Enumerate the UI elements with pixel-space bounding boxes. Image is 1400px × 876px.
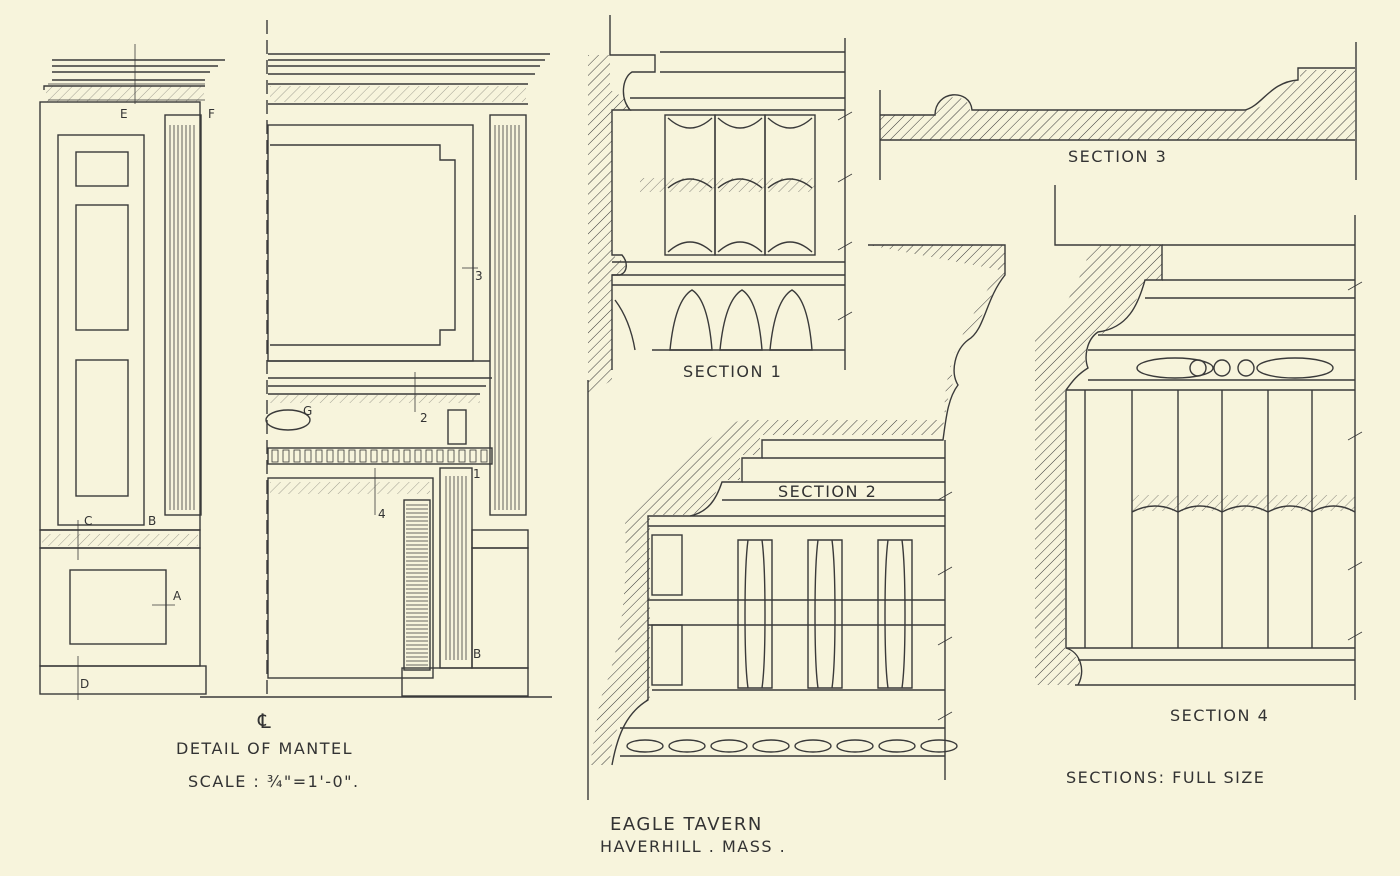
marker-a: A (173, 589, 182, 603)
marker-2: 2 (420, 411, 428, 425)
egg-ornament (752, 739, 790, 753)
section-4-drawing (1035, 185, 1363, 700)
dentil-block (348, 449, 356, 463)
dentil-block (480, 449, 488, 463)
dentil-block (392, 449, 400, 463)
mantel-scale: SCALE : ¾"=1'-0". (188, 772, 360, 791)
sections-note: SECTIONS: FULL SIZE (1066, 768, 1265, 787)
egg-ornament (836, 739, 874, 753)
egg-ornament (710, 739, 748, 753)
dentil-block (271, 449, 279, 463)
dentil-block (447, 449, 455, 463)
marker-d: D (80, 677, 89, 691)
centerline-symbol: ℄ (257, 709, 272, 733)
marker-3: 3 (475, 269, 483, 283)
section-2-drawing (587, 244, 1006, 800)
section-1-drawing (588, 15, 853, 395)
mantel-markers: E F C B A D G 3 2 1 4 B (80, 107, 483, 691)
dentil-block (403, 449, 411, 463)
egg-ornament (626, 739, 664, 753)
mantel-caption: DETAIL OF MANTEL (176, 739, 353, 758)
marker-1: 1 (473, 467, 481, 481)
dentil-block (425, 449, 433, 463)
marker-c: C (84, 514, 92, 528)
dentil-block (381, 449, 389, 463)
dentil-block (436, 449, 444, 463)
marker-b2: B (473, 647, 481, 661)
dentil-block (469, 449, 477, 463)
egg-ornament (794, 739, 832, 753)
section-3-drawing (879, 42, 1357, 180)
marker-e: E (120, 107, 128, 121)
marker-g: G (303, 404, 312, 418)
title-line-1: EAGLE TAVERN (610, 814, 763, 835)
marker-f: F (208, 107, 215, 121)
dentil-block (282, 449, 290, 463)
dentil-block (293, 449, 301, 463)
dentil-block (414, 449, 422, 463)
dentil-block (304, 449, 312, 463)
dentil-block (315, 449, 323, 463)
mantel-front-elevation (200, 20, 552, 700)
section-4-label: SECTION 4 (1170, 706, 1269, 725)
mantel-side-elevation (39, 44, 225, 700)
dentil-block (359, 449, 367, 463)
dentil-block (458, 449, 466, 463)
dentil-block (326, 449, 334, 463)
dentil-block (337, 449, 345, 463)
marker-b: B (148, 514, 156, 528)
section-2-label: SECTION 2 (778, 482, 877, 501)
egg-ornament (878, 739, 916, 753)
section-1-label: SECTION 1 (683, 362, 782, 381)
marker-4: 4 (378, 507, 386, 521)
egg-ornament (668, 739, 706, 753)
title-line-2: HAVERHILL . MASS . (600, 837, 786, 856)
egg-ornament (920, 739, 958, 753)
section-3-label: SECTION 3 (1068, 147, 1167, 166)
dentil-block (370, 449, 378, 463)
